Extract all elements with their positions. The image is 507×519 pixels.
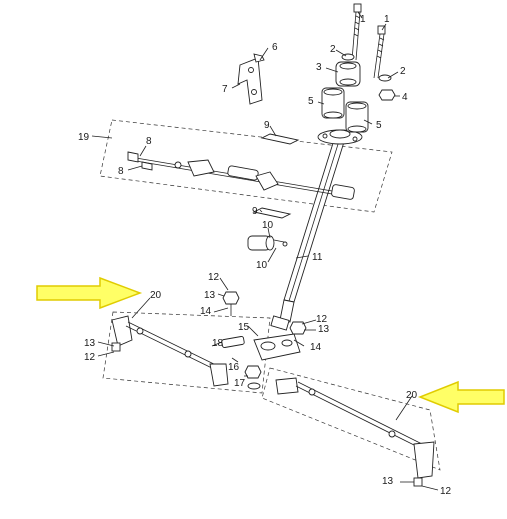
label-14-center: 14 xyxy=(200,306,212,317)
label-2-left: 2 xyxy=(330,44,336,55)
label-2-right: 2 xyxy=(400,66,406,77)
bushing-10 xyxy=(247,235,288,251)
long-bolt-1 xyxy=(351,3,362,61)
tie-rod-left xyxy=(111,315,229,387)
bearing-block-left xyxy=(321,87,345,119)
label-20-right: 20 xyxy=(406,390,418,401)
highlight-arrow-left-icon xyxy=(36,276,143,310)
steering-shaft xyxy=(270,139,345,331)
label-11: 11 xyxy=(312,252,323,263)
label-8-left: 8 xyxy=(118,166,124,177)
bearing-block-right xyxy=(345,101,369,133)
label-16: 16 xyxy=(228,362,240,373)
label-12-center: 12 xyxy=(208,272,220,283)
assembly-box-right-20 xyxy=(261,367,441,471)
label-12-bottom-right: 12 xyxy=(440,486,452,497)
upper-clamp xyxy=(335,61,361,87)
label-10-bottom: 10 xyxy=(256,260,268,271)
label-5-left: 5 xyxy=(308,96,314,107)
column-flange xyxy=(317,129,363,145)
label-8-top: 8 xyxy=(146,136,152,147)
pitman-block xyxy=(221,333,301,390)
gasket-9-top xyxy=(260,133,300,145)
label-10-top: 10 xyxy=(262,220,274,231)
label-14-right: 14 xyxy=(310,342,322,353)
label-7: 7 xyxy=(222,84,228,95)
label-17: 17 xyxy=(234,378,246,389)
nut-13-right-upper xyxy=(289,321,307,335)
label-12-left: 12 xyxy=(84,352,96,363)
assembly-box-left-20 xyxy=(102,311,271,394)
label-9-top: 9 xyxy=(264,120,270,131)
label-13-center: 13 xyxy=(204,290,216,301)
label-1-right: 1 xyxy=(384,14,390,25)
label-6: 6 xyxy=(272,42,278,53)
label-4: 4 xyxy=(402,92,408,103)
bracket-7 xyxy=(237,53,265,105)
washer-2-right xyxy=(378,74,392,82)
long-bolt-2 xyxy=(373,25,386,79)
label-13-left: 13 xyxy=(84,338,96,349)
label-13-bottom-right: 13 xyxy=(382,476,394,487)
nut-13-center xyxy=(222,291,240,305)
label-3: 3 xyxy=(316,62,322,73)
assembly-box-19 xyxy=(99,119,393,213)
callout-labels: 1 1 2 2 3 4 5 5 6 7 8 8 9 9 10 10 11 12 … xyxy=(78,14,452,497)
linkage-rod xyxy=(127,151,355,200)
gasket-9-bottom xyxy=(252,207,292,219)
tie-rod-right xyxy=(275,377,435,487)
label-19: 19 xyxy=(78,132,90,143)
label-13-right-upper: 13 xyxy=(318,324,330,335)
label-12-right-upper: 12 xyxy=(316,314,328,325)
label-1-top: 1 xyxy=(360,14,366,25)
highlight-arrow-right-icon xyxy=(417,380,505,414)
label-9-bottom: 9 xyxy=(252,206,258,217)
label-18: 18 xyxy=(212,338,224,349)
nut-4 xyxy=(378,89,396,101)
label-5-right: 5 xyxy=(376,120,382,131)
leader-lines xyxy=(91,11,439,491)
label-20-left: 20 xyxy=(150,290,162,301)
label-15: 15 xyxy=(238,322,250,333)
